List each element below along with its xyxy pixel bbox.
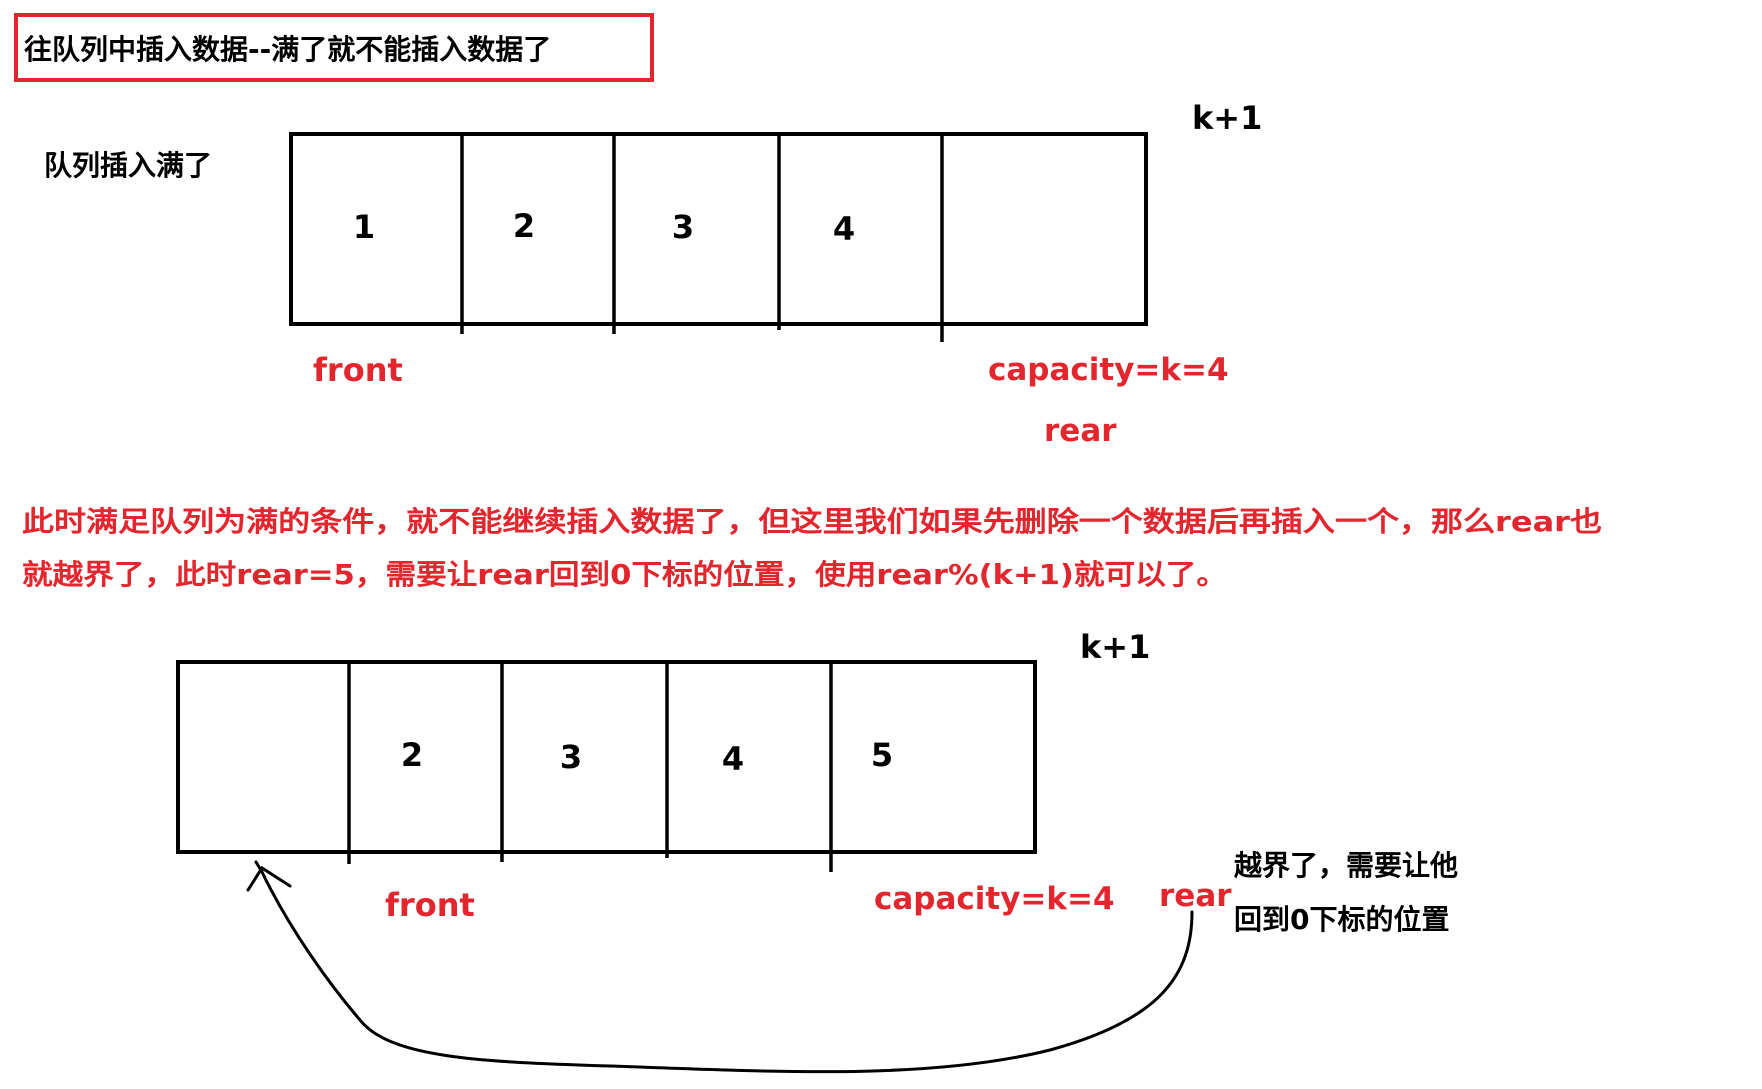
bottom-cell-value: 2 [401,736,423,774]
top-cell-value: 2 [513,207,535,245]
wraparound-arrow-head [246,860,292,892]
top-cell-value: 3 [672,208,694,246]
bottom-front-label: front [385,886,475,924]
bottom-size-label: k+1 [1080,628,1150,666]
bottom-cell-value: 4 [722,740,744,778]
bottom-queue-frame [176,660,1037,854]
bottom-note-line-2: 回到0下标的位置 [1234,903,1449,936]
top-size-label: k+1 [1192,99,1262,137]
top-cell-value: 4 [833,210,855,248]
bottom-note-line-1: 越界了，需要让他 [1234,849,1458,882]
top-side-label: 队列插入满了 [44,149,212,182]
wraparound-arrow [260,870,1194,1074]
bottom-queue: 2 3 4 5 [176,660,1037,872]
title-box [14,13,654,82]
top-capacity-label: capacity=k=4 [988,352,1229,388]
top-cell-value: 1 [353,208,375,246]
top-queue-frame [289,132,1148,326]
top-front-label: front [313,351,403,389]
explanation-line-1: 此时满足队列为满的条件，就不能继续插入数据了，但这里我们如果先删除一个数据后再插… [22,505,1602,538]
explanation-line-2: 就越界了，此时rear=5，需要让rear回到0下标的位置，使用rear%(k+… [22,558,1227,591]
bottom-rear-label: rear [1159,878,1232,914]
bottom-cell-value: 5 [871,736,893,774]
top-queue: 1 2 3 4 [289,132,1148,342]
bottom-cell-value: 3 [560,738,582,776]
top-rear-label: rear [1044,413,1117,449]
page-title: 往队列中插入数据--满了就不能插入数据了 [24,33,551,66]
bottom-capacity-label: capacity=k=4 [874,881,1115,917]
